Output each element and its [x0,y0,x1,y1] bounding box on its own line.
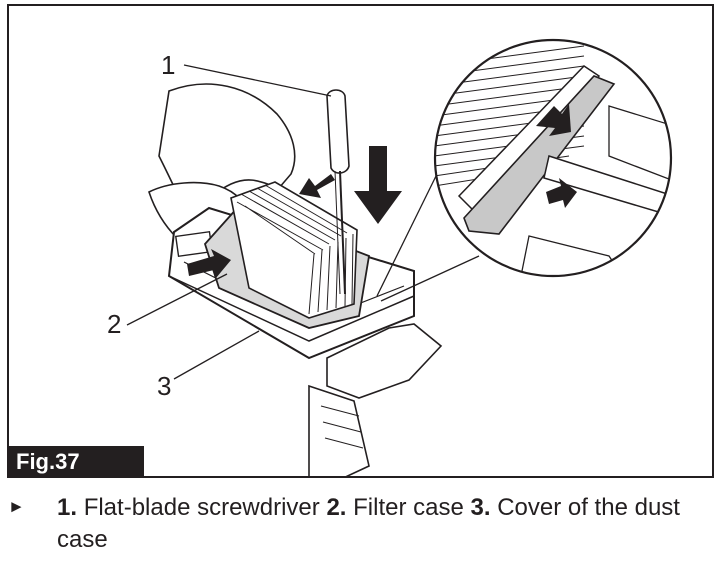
legend-num-2: 2. [326,494,347,521]
legend-label-1: Flat-blade screwdriver [83,494,320,521]
filter-illustration: 1 2 3 [107,38,673,476]
dust-case-rim [168,275,415,342]
callout-1: 1 [161,50,175,80]
legend-num-3: 3. [470,494,491,521]
case-latch [326,323,443,399]
zoom-connector-bottom [380,255,480,302]
zoom-circle [433,38,673,278]
case-handle [308,384,370,476]
legend-label-2: Filter case [353,494,464,521]
zoom-connector-top [376,173,438,297]
arrow-down [354,146,402,224]
arrow-right-small [187,249,231,278]
leader-1 [183,64,332,97]
zoom-detail [435,40,671,276]
leader-3 [173,330,260,380]
arrow-left-small [299,174,335,198]
legend-text: 1. Flat-blade screwdriver 2. Filter case… [57,492,707,556]
figure-label: Fig.37 [7,446,144,478]
figure-frame: 1 2 3 [7,4,714,478]
pleated-filter [230,181,358,319]
legend-label-3: Cover of the dust case [57,494,680,553]
callout-2: 2 [107,309,121,339]
callout-3: 3 [157,371,171,401]
screwdriver [326,89,350,295]
legend-bullet-icon: ► [8,497,25,516]
legend-num-1: 1. [57,494,78,521]
leader-2 [126,273,228,326]
